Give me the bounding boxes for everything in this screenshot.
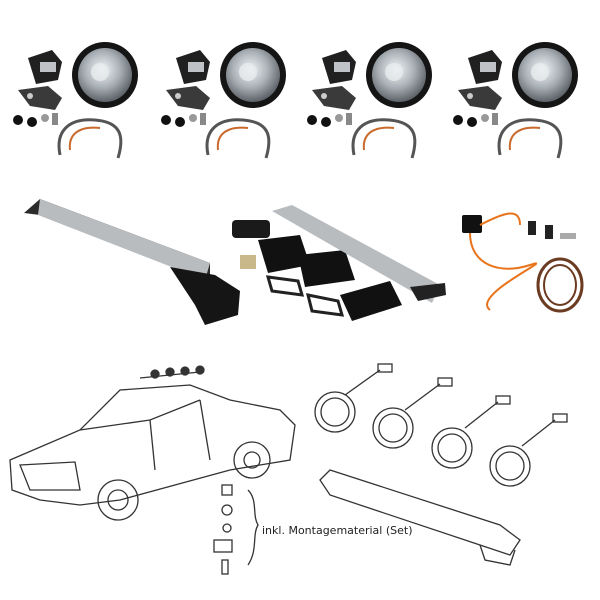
lamp-kit-1 xyxy=(11,40,140,160)
light-bar-image xyxy=(24,199,240,325)
lamps-drawing xyxy=(314,363,568,487)
lamp-kit-4 xyxy=(451,40,580,160)
light-bar-row xyxy=(0,185,600,335)
mounting-material-caption: inkl. Montagematerial (Set) xyxy=(262,524,413,537)
end-caps-image xyxy=(232,220,402,321)
bar-drawing xyxy=(319,469,521,566)
truck-drawing xyxy=(9,365,296,521)
wiring-harness-image xyxy=(462,212,584,313)
lamp-kits-row xyxy=(0,0,600,175)
light-bar-alt-image xyxy=(272,205,446,303)
lamp-kit-3 xyxy=(305,40,434,160)
line-drawings xyxy=(0,350,600,600)
lamp-kit-2 xyxy=(159,40,288,160)
hardware-drawing xyxy=(213,484,259,575)
